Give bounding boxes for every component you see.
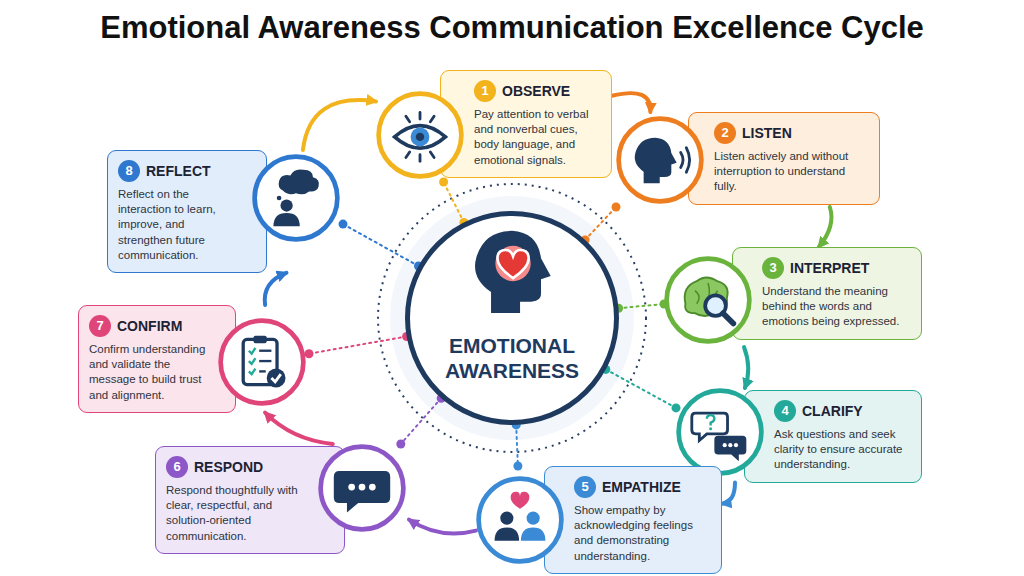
- dotted-spoke: [619, 304, 664, 308]
- step-panel: 4 CLARIFY Ask questions and seek clarity t…: [744, 390, 922, 483]
- step-icon: [661, 253, 755, 347]
- center-label: EMOTIONAL AWARENESS: [410, 334, 614, 384]
- step-description: Confirm understanding and validate the m…: [89, 342, 208, 403]
- step-description: Understand the meaning behind the words …: [762, 284, 911, 330]
- dotted-spoke: [606, 369, 676, 408]
- step-icon: [215, 315, 309, 409]
- step-node: 1 OBSERVE Pay attention to verbal and nonv…: [376, 70, 612, 182]
- step-icon: [473, 473, 567, 567]
- step-icon: [373, 88, 467, 182]
- callout-number: 4: [774, 400, 796, 422]
- step-heading-row: 3 INTERPRET: [762, 257, 911, 279]
- step-description: Reflect on the interaction to learn, imp…: [118, 187, 242, 263]
- center-circle: EMOTIONAL AWARENESS: [405, 211, 619, 425]
- step-node: 2 LISTEN Listen actively and without inter…: [616, 112, 880, 207]
- cycle-arrow: [265, 273, 287, 305]
- step-node: 6 RESPOND Respond thoughtfully with clear,…: [155, 444, 409, 554]
- step-heading: EMPATHIZE: [602, 479, 681, 495]
- step-heading-row: 6 RESPOND: [166, 456, 308, 478]
- dotted-spoke: [343, 224, 419, 266]
- step-heading-row: 1 OBSERVE: [474, 80, 601, 102]
- step-heading: OBSERVE: [502, 83, 570, 99]
- callout-number: 3: [762, 257, 784, 279]
- step-heading: CONFIRM: [117, 318, 182, 334]
- step-panel: 6 RESPOND Respond thoughtfully with clear,…: [155, 446, 345, 554]
- step-icon: [613, 113, 707, 207]
- step-node: 3 INTERPRET Understand the meaning behind …: [664, 247, 922, 347]
- step-icon: [249, 151, 343, 245]
- step-heading-row: 5 EMPATHIZE: [574, 476, 711, 498]
- callout-number: 7: [89, 315, 111, 337]
- cycle-arrow: [744, 347, 748, 388]
- step-icon: [673, 385, 767, 479]
- head-heart-icon: [460, 224, 564, 328]
- cycle-arrow: [612, 93, 650, 112]
- cycle-arrow: [303, 100, 376, 150]
- step-heading: RESPOND: [194, 459, 263, 475]
- callout-number: 8: [118, 160, 140, 182]
- spoke-dot: [339, 220, 348, 229]
- cycle-arrow: [722, 483, 735, 504]
- step-heading: LISTEN: [742, 125, 792, 141]
- spoke-dot: [439, 178, 448, 187]
- cycle-arrow: [819, 207, 832, 247]
- step-heading-row: 2 LISTEN: [714, 122, 869, 144]
- step-panel: 7 CONFIRM Confirm understanding and valida…: [78, 305, 236, 413]
- step-heading: REFLECT: [146, 163, 211, 179]
- dotted-ring: [378, 184, 646, 452]
- step-panel: 3 INTERPRET Understand the meaning behind …: [732, 247, 922, 340]
- spoke-dot: [396, 440, 405, 449]
- dotted-spoke: [444, 182, 464, 222]
- dotted-spoke: [516, 425, 518, 466]
- step-description: Show empathy by acknowledging feelings a…: [574, 503, 711, 564]
- dotted-spoke: [401, 398, 441, 444]
- callout-number: 6: [166, 456, 188, 478]
- cycle-arrow: [409, 520, 476, 534]
- step-node: 8 REFLECT Reflect on the interaction to le…: [107, 150, 343, 273]
- halo: [390, 196, 634, 440]
- step-node: 7 CONFIRM Confirm understanding and valida…: [78, 305, 309, 413]
- step-heading-row: 4 CLARIFY: [774, 400, 911, 422]
- step-heading: INTERPRET: [790, 260, 869, 276]
- cycle-arrow: [265, 413, 333, 444]
- step-heading: CLARIFY: [802, 403, 863, 419]
- step-heading-row: 8 REFLECT: [118, 160, 242, 182]
- callout-number: 5: [574, 476, 596, 498]
- step-heading-row: 7 CONFIRM: [89, 315, 208, 337]
- spoke-dot: [513, 462, 522, 471]
- step-panel: 5 EMPATHIZE Show empathy by acknowledging …: [544, 466, 722, 574]
- step-panel: 1 OBSERVE Pay attention to verbal and nonv…: [440, 70, 612, 178]
- step-panel: 2 LISTEN Listen actively and without inter…: [688, 112, 880, 205]
- step-panel: 8 REFLECT Reflect on the interaction to le…: [107, 150, 267, 273]
- step-description: Listen actively and without interruption…: [714, 149, 869, 195]
- step-node: 5 EMPATHIZE Show empathy by acknowledging …: [476, 466, 722, 574]
- diagram-title: Emotional Awareness Communication Excell…: [0, 10, 1024, 46]
- spoke-dot: [672, 403, 681, 412]
- step-description: Pay attention to verbal and nonverbal cu…: [474, 107, 601, 168]
- spoke-dot: [305, 349, 314, 358]
- callout-number: 2: [714, 122, 736, 144]
- spoke-dot: [612, 203, 621, 212]
- dotted-spoke: [309, 337, 407, 354]
- step-description: Ask questions and seek clarity to ensure…: [774, 427, 911, 473]
- step-description: Respond thoughtfully with clear, respect…: [166, 483, 308, 544]
- step-icon: [315, 441, 409, 535]
- dotted-spoke: [585, 207, 616, 240]
- callout-number: 1: [474, 80, 496, 102]
